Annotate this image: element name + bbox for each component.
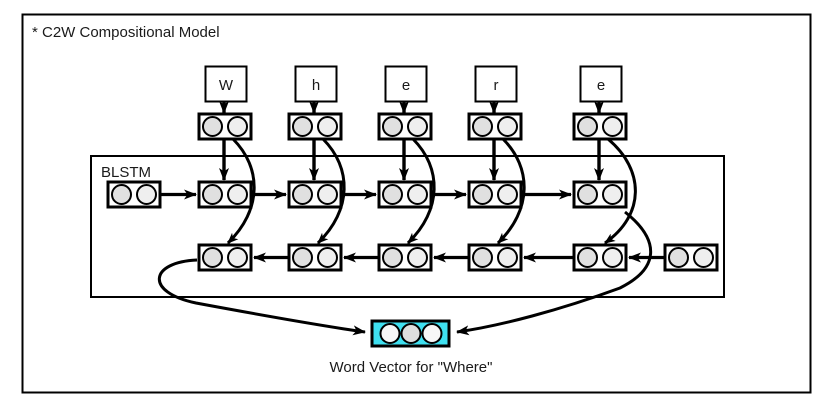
- word-vector-unit: [400, 323, 422, 344]
- memory-cell-icon: [287, 180, 343, 209]
- letter-box-rect: [579, 65, 623, 103]
- forward-lstm-row: [197, 180, 628, 209]
- memory-cell-icon: [467, 112, 523, 141]
- curved-arrow-icon: [226, 137, 256, 245]
- character-embedding-row: [197, 112, 628, 141]
- embedding-to-backward-arrows: [226, 137, 637, 245]
- input-to-embedding-arrows: [219, 101, 604, 114]
- blstm-module-box: [90, 155, 725, 298]
- backward-lstm-row: [197, 243, 628, 272]
- letter-box-label: W: [219, 77, 234, 94]
- letter-box-rect: [474, 65, 518, 103]
- memory-cell-icon: [106, 180, 162, 209]
- blstm-module-label: BLSTM: [101, 164, 151, 181]
- memory-cell-icon: [467, 243, 523, 272]
- memory-cell-icon: [377, 180, 433, 209]
- letter-box-0: W: [204, 65, 248, 103]
- curved-arrow-icon: [316, 137, 346, 245]
- letter-box-label: h: [312, 77, 320, 94]
- letter-box-label: r: [494, 77, 499, 94]
- memory-cell-icon: [572, 180, 628, 209]
- memory-cell-icon: [287, 112, 343, 141]
- memory-cell-icon: [197, 112, 253, 141]
- letter-box-1: h: [294, 65, 338, 103]
- curved-arrow-icon: [157, 258, 366, 336]
- memory-cell-icon: [572, 112, 628, 141]
- curved-arrow-icon: [496, 137, 526, 245]
- letter-box-rect: [294, 65, 338, 103]
- curved-arrow-icon: [604, 137, 637, 245]
- figure-title: * C2W Compositional Model: [32, 24, 220, 41]
- letter-box-4: e: [579, 65, 623, 103]
- character-input-boxes: W h e r e: [204, 65, 623, 103]
- word-vector-unit: [421, 323, 443, 344]
- memory-cell-icon: [467, 180, 523, 209]
- memory-cell-icon: [197, 243, 253, 272]
- memory-cell-icon: [377, 243, 433, 272]
- backward-lstm-initial-state: [663, 243, 719, 272]
- memory-cell-icon: [377, 112, 433, 141]
- memory-cell-icon: [197, 180, 253, 209]
- memory-cell-icon: [663, 243, 719, 272]
- word-vector-output: [370, 319, 451, 348]
- memory-cell-icon: [572, 243, 628, 272]
- letter-box-rect: [384, 65, 428, 103]
- embedding-to-forward-arrows: [219, 139, 604, 181]
- letter-box-label: e: [597, 77, 605, 94]
- letter-box-2: e: [384, 65, 428, 103]
- word-vector-caption: Word Vector for "Where": [330, 359, 493, 376]
- curved-arrow-icon: [406, 137, 436, 245]
- letter-box-label: e: [402, 77, 410, 94]
- letter-box-3: r: [474, 65, 518, 103]
- curved-arrow-icon: [456, 210, 653, 336]
- memory-cell-icon: [287, 243, 343, 272]
- word-vector-unit: [379, 323, 401, 344]
- forward-lstm-initial-state: [106, 180, 162, 209]
